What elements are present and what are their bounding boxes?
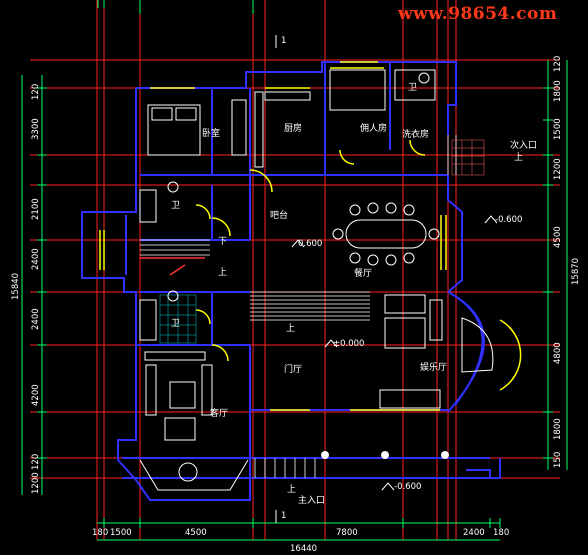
dim-left-0: 120: [31, 84, 41, 100]
room-label-bedroom: 卧室: [202, 127, 220, 139]
dim-bottom-4: 2400: [463, 528, 485, 538]
dim-right-3: 1200: [553, 158, 563, 180]
dims-right: 120 1800 1500 1200 4500 4800 1800 150 15…: [553, 56, 581, 468]
room-label-bath-top: 卫: [408, 83, 417, 93]
room-label-bar: 吧台: [270, 209, 288, 221]
dim-bottom-2: 4500: [185, 528, 207, 538]
room-label-bath-upper: 卫: [171, 201, 180, 211]
room-label-dining: 餐厅: [354, 267, 372, 279]
dim-right-total: 15870: [571, 258, 581, 285]
dim-left-4: 2400: [31, 308, 41, 330]
dim-bottom-3: 7800: [336, 528, 358, 538]
dim-left-6: 120: [31, 454, 41, 470]
stair-down-label: 下: [218, 237, 227, 247]
room-label-living: 客厅: [210, 407, 228, 419]
piano: [461, 317, 494, 373]
wardrobe: [231, 99, 247, 156]
tile-patterns: [159, 139, 485, 344]
stair-up-label-3: 上: [287, 484, 296, 495]
axis-grid: [30, 0, 560, 540]
dim-left-5: 4200: [31, 384, 41, 406]
room-label-hall: 门厅: [284, 363, 302, 375]
dim-right-5: 4800: [553, 342, 563, 364]
section-mark-top: 1: [281, 36, 286, 46]
watermark: www.98654.com: [398, 4, 558, 24]
stair-up-label: 上: [218, 267, 227, 278]
entertainment-sofa: [384, 294, 426, 314]
dim-left-7: 1200: [31, 472, 41, 494]
level-label-1: 0.600: [298, 239, 322, 249]
living-sofa: [145, 364, 157, 416]
room-label-bath-mid: 卫: [171, 319, 180, 329]
room-label-entertainment: 娱乐厅: [420, 361, 447, 373]
furniture: [139, 69, 494, 491]
dimension-lines: [21, 0, 568, 541]
section-mark-bottom: 1: [281, 511, 286, 521]
stair-treads: [140, 135, 457, 478]
label-main-entrance: 主入口: [298, 494, 325, 506]
level-label-2: ±0.000: [333, 339, 364, 349]
dim-right-7: 150: [553, 452, 563, 468]
dims-bottom: 180 1500 4500 7800 2400 180 16440: [92, 528, 509, 554]
stair-up-label-2: 上: [286, 323, 295, 334]
dim-bottom-1: 1500: [110, 528, 132, 538]
dim-right-0: 120: [553, 56, 563, 72]
dim-left-1: 3300: [31, 118, 41, 140]
dim-ticks: [37, 87, 553, 528]
dim-bottom-total: 16440: [290, 544, 317, 554]
dim-right-6: 1800: [553, 418, 563, 440]
dim-bottom-5: 180: [493, 528, 509, 538]
walls: [81, 61, 501, 501]
level-label-3: -0.600: [495, 215, 522, 225]
dim-left-total: 15840: [11, 273, 21, 300]
dim-right-4: 4500: [553, 226, 563, 248]
room-label-maid-room: 佣人房: [360, 122, 387, 134]
openings: [99, 61, 522, 411]
kitchen-counter: [254, 91, 264, 168]
stair-up-label-4: 上: [514, 152, 523, 163]
bed: [147, 104, 201, 156]
label-secondary-entrance: 次入口: [510, 139, 537, 151]
room-label-kitchen: 厨房: [284, 122, 302, 134]
stair-rail: [140, 257, 205, 276]
dining-table: [345, 219, 427, 249]
room-label-laundry: 洗衣房: [402, 128, 429, 140]
dims-left: 120 3300 2100 2400 2400 4200 120 1200 15…: [11, 84, 41, 494]
dim-right-2: 1500: [553, 118, 563, 140]
level-markers: [275, 35, 498, 523]
level-label-4: -0.600: [394, 482, 421, 492]
dim-left-2: 2100: [31, 198, 41, 220]
dim-right-1: 1800: [553, 80, 563, 102]
dim-left-3: 2400: [31, 248, 41, 270]
dim-bottom-0: 180: [92, 528, 108, 538]
